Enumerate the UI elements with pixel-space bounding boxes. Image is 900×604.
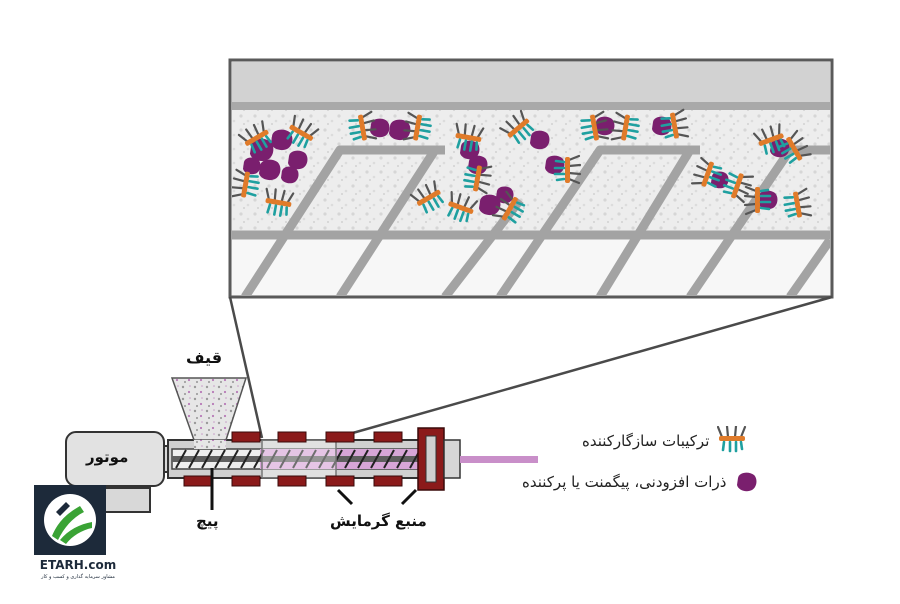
zoom-panel <box>228 58 834 299</box>
logo-tagline: مشاور سرمایه گذاری و کسب و کار <box>41 574 115 580</box>
heater-band-bottom <box>373 475 403 487</box>
heater-band-top <box>325 431 355 443</box>
hopper-label: قیف <box>186 348 223 367</box>
screw-flights <box>232 145 830 295</box>
leader-lines <box>210 468 418 510</box>
screw <box>172 449 420 469</box>
logo-brand: ETARH.com <box>39 558 117 572</box>
heater-band-top <box>373 431 403 443</box>
heater-band-top <box>231 431 261 443</box>
hopper <box>170 377 248 441</box>
heater-band-top <box>277 431 307 443</box>
legend-label-additive: ذرات افزودنی، پیگمنت یا پرکننده <box>522 473 727 491</box>
extrudate <box>460 456 538 463</box>
extruder <box>65 377 538 513</box>
zoom-connector-lines <box>228 295 833 440</box>
etarh-logo: ETARH.com مشاور سرمایه گذاری و کسب و کار <box>30 480 126 590</box>
heater-label: منبع گرمایش <box>330 512 427 530</box>
screw-label: پیچ <box>196 512 219 530</box>
compatibilizer-molecule-icon <box>717 426 747 453</box>
motor <box>65 431 165 487</box>
heater-bands <box>183 431 403 487</box>
legend-item-compatibilizer: ترکیبات سازگارکننده <box>582 426 747 456</box>
heater-band-bottom <box>183 475 213 487</box>
etarh-logo-mark <box>34 485 106 555</box>
additive-particle-icon <box>737 472 757 492</box>
legend-label-compatibilizer: ترکیبات سازگارکننده <box>582 432 710 450</box>
heater-band-bottom <box>277 475 307 487</box>
heater-band-bottom <box>231 475 261 487</box>
motor-label: موتور <box>86 448 129 466</box>
legend-item-additive: ذرات افزودنی، پیگمنت یا پرکننده <box>522 469 760 495</box>
heater-band-bottom <box>325 475 355 487</box>
die <box>443 439 461 479</box>
